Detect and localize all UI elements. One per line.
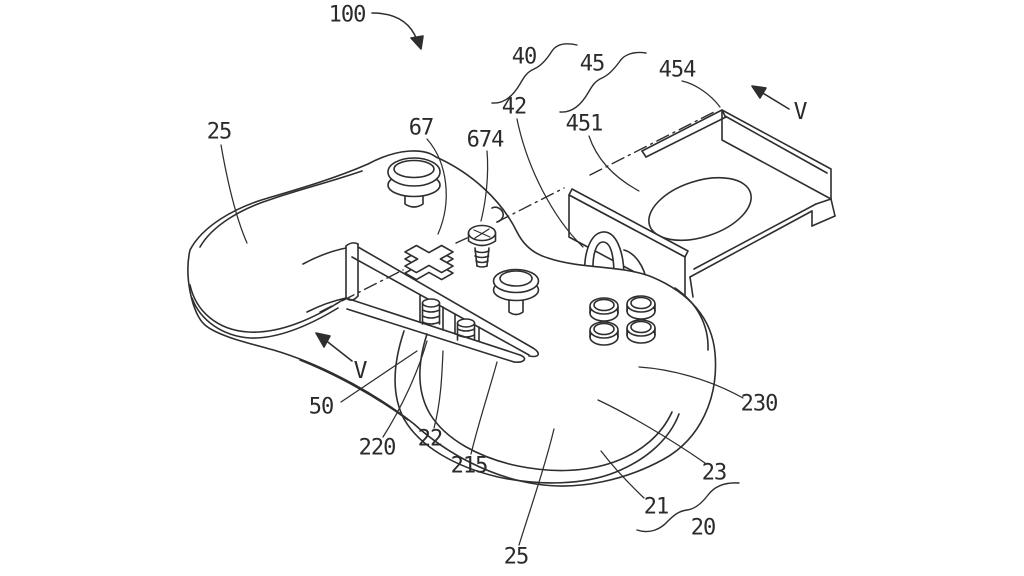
section-center-line bbox=[319, 110, 717, 313]
ref-label-23: 23 bbox=[701, 460, 727, 486]
ref-label-40: 40 bbox=[511, 44, 537, 70]
brace-45 bbox=[559, 51, 647, 113]
leader-451 bbox=[588, 135, 640, 192]
leader-25-top bbox=[220, 144, 248, 244]
face-button bbox=[589, 321, 619, 346]
grouping-braces bbox=[491, 43, 740, 533]
ref-label-22: 22 bbox=[417, 426, 443, 452]
body-silhouette bbox=[187, 150, 717, 487]
ref-label-451: 451 bbox=[565, 111, 604, 137]
leader-42 bbox=[516, 118, 584, 248]
face-buttons bbox=[589, 295, 656, 346]
tray-floor-opening bbox=[648, 176, 752, 242]
ref-label-25-bottom: 25 bbox=[503, 544, 529, 570]
ref-label-50: 50 bbox=[308, 394, 334, 420]
leader-50 bbox=[340, 350, 418, 403]
ref-label-21: 21 bbox=[643, 494, 669, 520]
dpad bbox=[404, 244, 454, 281]
ref-label-230: 230 bbox=[740, 391, 779, 417]
spring-contact-2 bbox=[456, 318, 476, 341]
leader-67 bbox=[426, 138, 447, 235]
section-arrow-left bbox=[315, 332, 353, 362]
attachment-slot bbox=[302, 242, 539, 363]
ref-label-67: 67 bbox=[408, 115, 434, 141]
ref-label-220: 220 bbox=[358, 435, 397, 461]
spring-contact-1 bbox=[421, 298, 441, 325]
ref-label-454: 454 bbox=[658, 57, 697, 83]
leader-23 bbox=[597, 399, 706, 464]
analog-stick bbox=[387, 157, 441, 208]
figure-number-arrow bbox=[371, 12, 424, 50]
ref-label-674: 674 bbox=[466, 127, 505, 153]
leader-454 bbox=[681, 80, 721, 108]
leader-674 bbox=[480, 150, 489, 222]
leader-25-bottom bbox=[518, 428, 555, 546]
face-button bbox=[589, 297, 619, 322]
ref-label-45: 45 bbox=[579, 51, 605, 77]
center-button bbox=[492, 268, 540, 316]
leader-lines bbox=[220, 80, 744, 546]
leader-215 bbox=[470, 361, 498, 455]
module-tray bbox=[641, 109, 836, 298]
ref-label-215: 215 bbox=[450, 453, 489, 479]
ref-label-25-top: 25 bbox=[206, 119, 232, 145]
ref-label-100: 100 bbox=[328, 2, 367, 28]
leader-21 bbox=[600, 450, 645, 499]
ref-label-42: 42 bbox=[501, 94, 527, 120]
brace-40 bbox=[491, 43, 578, 104]
face-button bbox=[626, 319, 656, 344]
leader-220 bbox=[382, 340, 428, 438]
leader-22 bbox=[433, 350, 444, 429]
face-button bbox=[626, 295, 656, 320]
section-arrow-right bbox=[751, 85, 790, 110]
brace-20 bbox=[636, 482, 740, 533]
section-label-v-left: V bbox=[353, 358, 368, 384]
controller-body bbox=[187, 150, 717, 487]
ref-label-20: 20 bbox=[690, 515, 716, 541]
screw bbox=[467, 224, 497, 268]
section-label-v-right: V bbox=[793, 99, 808, 125]
leader-230 bbox=[638, 366, 744, 399]
